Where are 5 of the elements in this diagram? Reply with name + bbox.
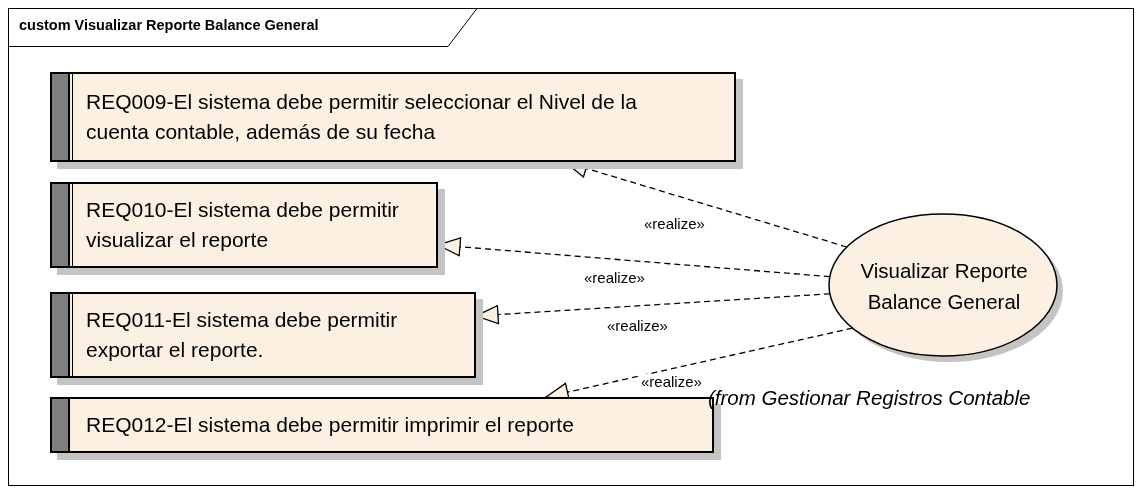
edge-label: «realize» [583,270,646,286]
diagram-title: custom Visualizar Reporte Balance General [19,17,319,33]
edge-label: «realize» [640,374,703,390]
edge-label: «realize» [643,216,706,232]
edge-label: «realize» [606,318,669,334]
